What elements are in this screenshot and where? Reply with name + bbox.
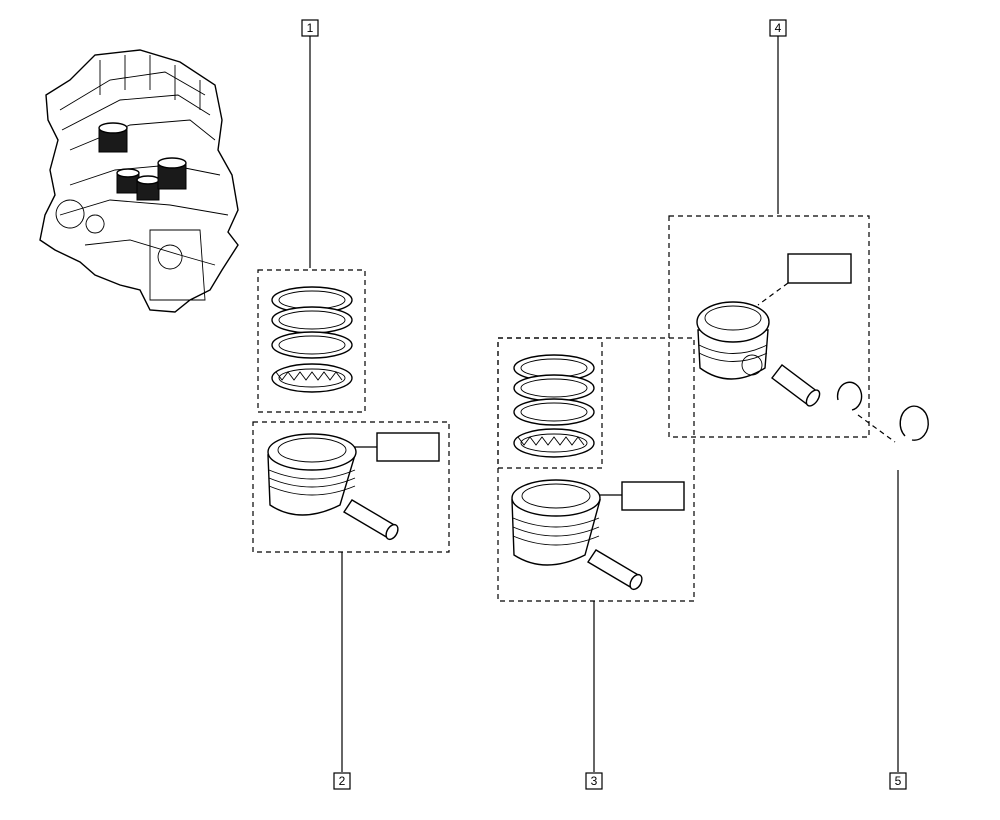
svg-text:1: 1 bbox=[307, 21, 314, 35]
circlip-5 bbox=[899, 405, 929, 441]
spec-box-3 bbox=[621, 481, 685, 511]
callout-4[interactable]: 4 bbox=[769, 19, 787, 37]
piston-4 bbox=[696, 301, 770, 380]
group-2-frame bbox=[252, 421, 450, 553]
svg-text:5: 5 bbox=[895, 774, 902, 788]
group-1-frame bbox=[257, 269, 366, 413]
svg-text:3: 3 bbox=[591, 774, 598, 788]
engine-block-illustration bbox=[39, 49, 239, 313]
circlip-4 bbox=[836, 381, 863, 411]
callout-3[interactable]: 3 bbox=[585, 772, 603, 790]
piston-ring-set-3 bbox=[513, 354, 595, 458]
group-4-frame bbox=[668, 215, 870, 438]
piston-3 bbox=[511, 479, 601, 566]
piston-pin-2 bbox=[343, 499, 399, 541]
piston-ring-set-1 bbox=[271, 286, 353, 393]
callout-1[interactable]: 1 bbox=[301, 19, 319, 37]
piston-pin-3 bbox=[587, 549, 643, 591]
callout-2[interactable]: 2 bbox=[333, 772, 351, 790]
spec-box-4 bbox=[787, 253, 852, 284]
spec-box-2 bbox=[376, 432, 440, 462]
callout-5[interactable]: 5 bbox=[889, 772, 907, 790]
group-3-frame bbox=[497, 337, 695, 602]
svg-text:4: 4 bbox=[775, 21, 782, 35]
svg-text:2: 2 bbox=[339, 774, 346, 788]
piston-pin-4 bbox=[771, 364, 821, 407]
piston-2 bbox=[267, 433, 357, 516]
